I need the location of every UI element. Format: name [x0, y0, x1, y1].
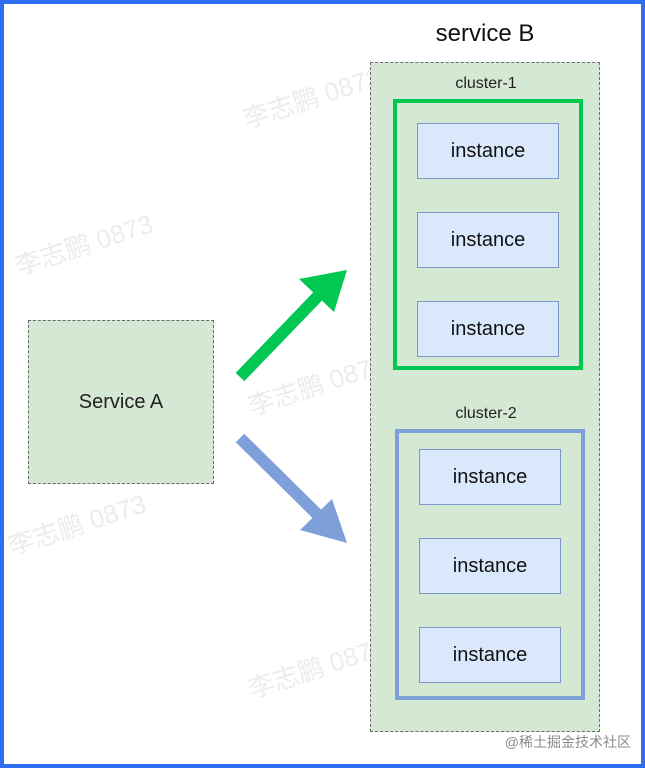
- instance-label: instance: [450, 228, 526, 251]
- cluster-1-instance-2: instance: [417, 212, 559, 268]
- cluster-2-instance-3: instance: [419, 627, 561, 683]
- cluster-1-box: instance instance instance: [393, 99, 583, 370]
- instance-label: instance: [452, 465, 528, 488]
- instance-label: instance: [452, 643, 528, 666]
- cluster-2-instance-1: instance: [419, 449, 561, 505]
- instance-label: instance: [452, 554, 528, 577]
- instance-label: instance: [450, 139, 526, 162]
- cluster-2-instance-2: instance: [419, 538, 561, 594]
- service-a-box: Service A: [28, 320, 214, 484]
- cluster-2-label: cluster-2: [455, 405, 517, 422]
- cluster-1-label: cluster-1: [455, 75, 517, 92]
- source-footer: @稀土掘金技术社区: [504, 734, 631, 750]
- cluster-1-instance-3: instance: [417, 301, 559, 357]
- cluster-1-instance-1: instance: [417, 123, 559, 179]
- instance-label: instance: [450, 317, 526, 340]
- cluster-2-box: instance instance instance: [395, 429, 585, 700]
- service-a-label: Service A: [78, 390, 164, 413]
- service-b-title: service B: [435, 20, 535, 47]
- service-b-container: cluster-1 instance instance instance clu…: [370, 62, 600, 732]
